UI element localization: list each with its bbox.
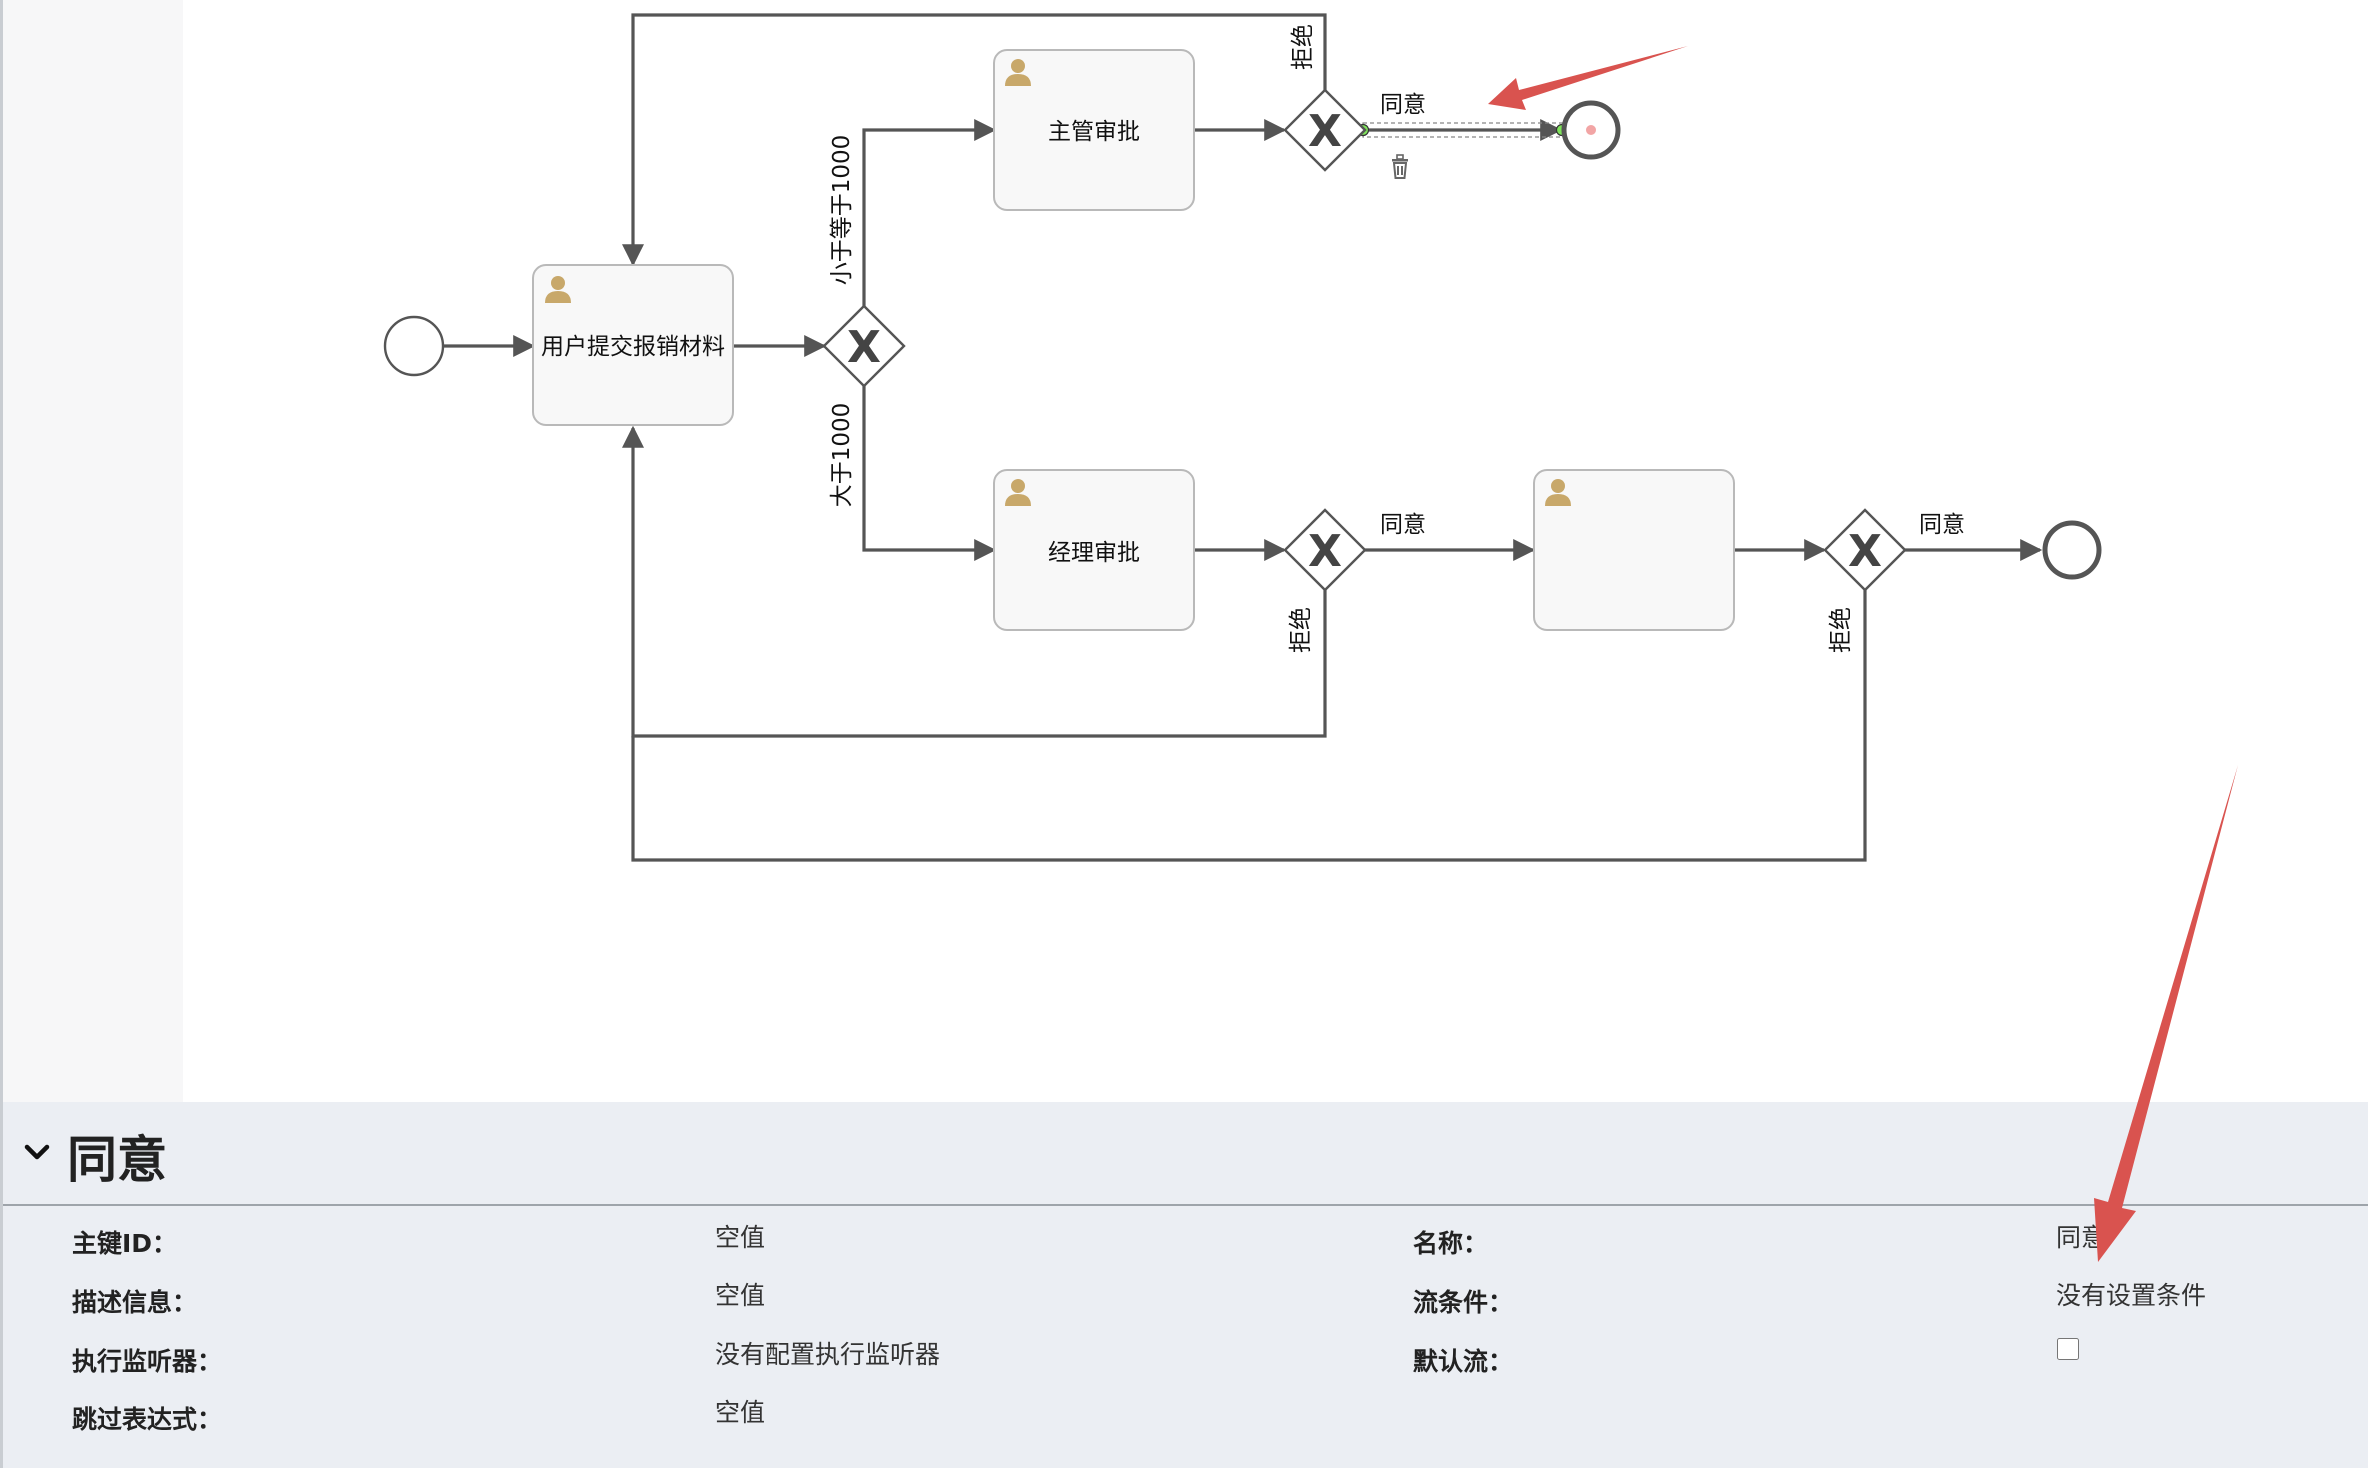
flow-lte1000[interactable] <box>862 119 997 306</box>
value-name[interactable]: 同意 <box>2056 1223 2107 1252</box>
flow-reject-right[interactable] <box>631 590 1867 862</box>
task-submit-materials[interactable]: 用户提交报销材料 <box>532 264 734 426</box>
end-event-top[interactable] <box>1561 100 1621 160</box>
flow-label-agree-mid: 同意 <box>1380 512 1426 538</box>
task-label-supervisor: 主管审批 <box>1048 119 1140 145</box>
trash-icon[interactable] <box>1392 154 1408 179</box>
canvas-left-gutter <box>0 0 183 1102</box>
flow-label-agree-right: 同意 <box>1919 512 1965 538</box>
drop-target-dot <box>1586 125 1596 135</box>
gateway-amount[interactable]: X <box>822 304 906 388</box>
flow-label-reject-mid: 拒绝 <box>1288 607 1314 653</box>
gateway-x-icon: X <box>847 322 881 373</box>
value-description[interactable]: 空值 <box>715 1281 766 1310</box>
task-supervisor-approval[interactable]: 主管审批 <box>993 49 1195 211</box>
gateway-supervisor-decision[interactable]: X <box>1283 88 1367 172</box>
flow-reject-top[interactable] <box>622 13 1327 267</box>
value-skip-expression[interactable]: 空值 <box>715 1398 766 1427</box>
gateway-x-icon: X <box>1308 106 1342 157</box>
gateway-final-decision[interactable]: X <box>1823 508 1907 592</box>
flow-label-lte1000: 小于等于1000 <box>829 135 855 286</box>
process-canvas[interactable]: 用户提交报销材料 主管审批 经理审批 X X X X <box>0 0 2368 1102</box>
properties-panel: 同意 主键ID： 空值 描述信息： 空值 执行监听器： 没有配置执行监听器 跳过… <box>0 1102 2368 1468</box>
value-flow-condition[interactable]: 没有设置条件 <box>2056 1281 2207 1310</box>
flow-label-reject-top: 拒绝 <box>1290 24 1316 70</box>
label-execution-listener: 执行监听器： <box>72 1347 223 1376</box>
task-manager-approval[interactable]: 经理审批 <box>993 469 1195 631</box>
label-default-flow: 默认流： <box>1413 1347 1514 1376</box>
label-id: 主键ID： <box>72 1229 178 1258</box>
flow-gt1000[interactable] <box>862 386 997 561</box>
task-label-manager: 经理审批 <box>1048 540 1140 566</box>
flow-label-gt1000: 大于1000 <box>829 403 855 508</box>
end-event-right[interactable] <box>2042 520 2102 580</box>
properties-title: 同意 <box>67 1131 167 1189</box>
gateway-manager-decision[interactable]: X <box>1283 508 1367 592</box>
label-description: 描述信息： <box>72 1288 198 1317</box>
chevron-down-icon[interactable] <box>23 1138 51 1166</box>
flow-reject-mid[interactable] <box>622 425 1327 738</box>
gateway-x-icon: X <box>1848 526 1882 577</box>
value-execution-listener[interactable]: 没有配置执行监听器 <box>715 1340 941 1369</box>
gateway-x-icon: X <box>1308 526 1342 577</box>
flow-label-agree-top: 同意 <box>1380 92 1426 118</box>
default-flow-checkbox[interactable] <box>2057 1338 2079 1360</box>
start-event[interactable] <box>383 315 445 377</box>
label-flow-condition: 流条件： <box>1413 1288 1514 1317</box>
task-label-submit: 用户提交报销材料 <box>541 334 725 360</box>
task-unnamed[interactable] <box>1533 469 1735 631</box>
flow-label-reject-right: 拒绝 <box>1828 607 1854 653</box>
value-id[interactable]: 空值 <box>715 1223 766 1252</box>
label-name: 名称： <box>1413 1229 1489 1258</box>
properties-header: 同意 <box>3 1102 2368 1206</box>
label-skip-expression: 跳过表达式： <box>72 1405 223 1434</box>
